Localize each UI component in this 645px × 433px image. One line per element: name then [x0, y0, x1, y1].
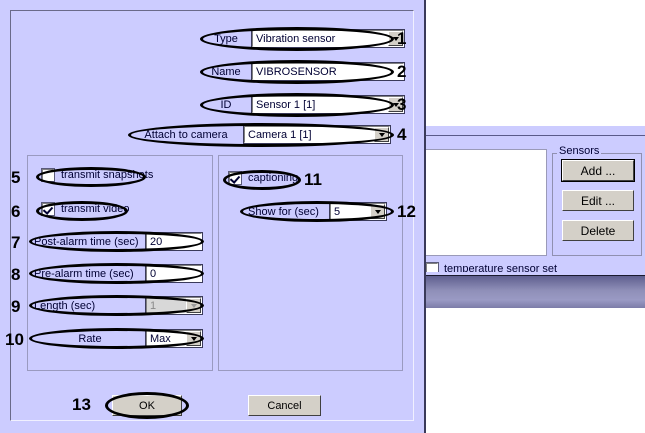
- annotation-number-2: 2: [397, 62, 407, 81]
- attach-to-camera-field-row: Attach to camera Camera 1 [1]: [134, 125, 391, 144]
- name-label: Name: [211, 65, 241, 78]
- sensors-group-box: Sensors Add ... Edit ... Delete: [552, 146, 642, 256]
- length-row: Length (sec) 1: [34, 296, 203, 315]
- transmit-video-row[interactable]: transmit video: [41, 202, 130, 216]
- attach-to-camera-combobox-value: Camera 1 [1]: [248, 128, 312, 141]
- id-field-row: ID Sensor 1 [1]: [206, 95, 405, 114]
- chevron-down-icon[interactable]: [370, 204, 385, 219]
- type-combobox[interactable]: Vibration sensor: [251, 29, 405, 48]
- sensor-settings-dialog: Type Vibration sensor 1 Name VIBROSENSOR…: [0, 0, 426, 433]
- chevron-down-icon[interactable]: [374, 127, 389, 142]
- transmit-snapshots-row[interactable]: transmit snapshots: [41, 168, 154, 182]
- pre-alarm-time-row: Pre-alarm time (sec) 0: [34, 264, 203, 283]
- transmit-snapshots-label: transmit snapshots: [61, 169, 154, 181]
- id-label: ID: [220, 98, 232, 111]
- attach-to-camera-combobox[interactable]: Camera 1 [1]: [243, 125, 391, 144]
- name-field-row: Name VIBROSENSOR: [206, 62, 405, 81]
- transmit-snapshots-checkbox[interactable]: [41, 168, 55, 182]
- captioning-row[interactable]: captioning: [228, 171, 299, 185]
- annotation-number-5: 5: [11, 168, 21, 187]
- type-field-row: Type Vibration sensor: [206, 29, 405, 48]
- show-for-label: Show for (sec): [248, 205, 319, 218]
- annotation-number-11: 11: [304, 170, 322, 189]
- sensors-list[interactable]: [425, 149, 547, 256]
- background-window-content-area: [424, 308, 645, 433]
- rate-row: Rate Max: [34, 329, 203, 348]
- annotation-number-12: 12: [397, 202, 416, 221]
- annotation-number-6: 6: [11, 202, 21, 221]
- pre-alarm-time-label: Pre-alarm time (sec): [34, 267, 134, 280]
- captioning-label: captioning: [248, 172, 299, 184]
- annotation-number-7: 7: [11, 233, 21, 252]
- chevron-down-icon[interactable]: [186, 298, 201, 313]
- edit-sensor-button[interactable]: Edit ...: [562, 190, 634, 211]
- post-alarm-time-row: Post-alarm time (sec) 20: [34, 232, 203, 251]
- type-combobox-value: Vibration sensor: [256, 32, 336, 45]
- show-for-row: Show for (sec) 5: [248, 202, 387, 221]
- video-settings-group: [27, 155, 213, 371]
- background-window-body: Sensors Add ... Edit ... Delete temperat…: [424, 136, 645, 276]
- background-window-title-strip: [424, 126, 645, 136]
- annotation-number-8: 8: [11, 265, 21, 284]
- captioning-checkbox[interactable]: [228, 171, 242, 185]
- length-combobox-value: 1: [150, 299, 157, 312]
- post-alarm-time-textbox[interactable]: 20: [145, 232, 203, 251]
- add-sensor-button[interactable]: Add ...: [561, 159, 635, 182]
- caption-settings-group: [218, 155, 403, 371]
- name-textbox-value: VIBROSENSOR: [256, 65, 337, 78]
- annotation-number-9: 9: [11, 297, 21, 316]
- background-application-window: Sensors Add ... Edit ... Delete temperat…: [424, 126, 645, 433]
- transmit-video-label: transmit video: [61, 203, 130, 215]
- annotation-number-4: 4: [397, 125, 407, 144]
- name-textbox[interactable]: VIBROSENSOR: [251, 62, 405, 81]
- annotation-number-3: 3: [397, 95, 407, 114]
- background-window-status-bar: [424, 275, 645, 309]
- post-alarm-time-value: 20: [150, 235, 163, 248]
- sensors-group-title: Sensors: [557, 145, 602, 157]
- chevron-down-icon[interactable]: [186, 331, 201, 346]
- pre-alarm-time-value: 0: [150, 267, 157, 280]
- type-label: Type: [214, 32, 238, 45]
- show-for-combobox-value: 5: [334, 205, 341, 218]
- annotation-number-1: 1: [397, 29, 407, 48]
- annotation-number-10: 10: [5, 330, 24, 349]
- post-alarm-time-label: Post-alarm time (sec): [34, 235, 139, 248]
- dialog-inset-frame: [10, 10, 414, 421]
- id-combobox-value: Sensor 1 [1]: [256, 98, 316, 111]
- cancel-button[interactable]: Cancel: [248, 395, 321, 416]
- pre-alarm-time-textbox[interactable]: 0: [145, 264, 203, 283]
- annotation-number-13: 13: [72, 395, 91, 414]
- length-label: Length (sec): [34, 299, 96, 312]
- rate-combobox-value: Max: [150, 332, 171, 345]
- attach-to-camera-label: Attach to camera: [144, 128, 228, 141]
- length-combobox[interactable]: 1: [145, 296, 203, 315]
- show-for-combobox[interactable]: 5: [329, 202, 387, 221]
- background-window-separator: [424, 272, 645, 275]
- ok-button[interactable]: OK: [112, 395, 182, 416]
- transmit-video-checkbox[interactable]: [41, 202, 55, 216]
- rate-combobox[interactable]: Max: [145, 329, 203, 348]
- rate-label: Rate: [78, 332, 102, 345]
- delete-sensor-button[interactable]: Delete: [562, 220, 634, 241]
- id-combobox[interactable]: Sensor 1 [1]: [251, 95, 405, 114]
